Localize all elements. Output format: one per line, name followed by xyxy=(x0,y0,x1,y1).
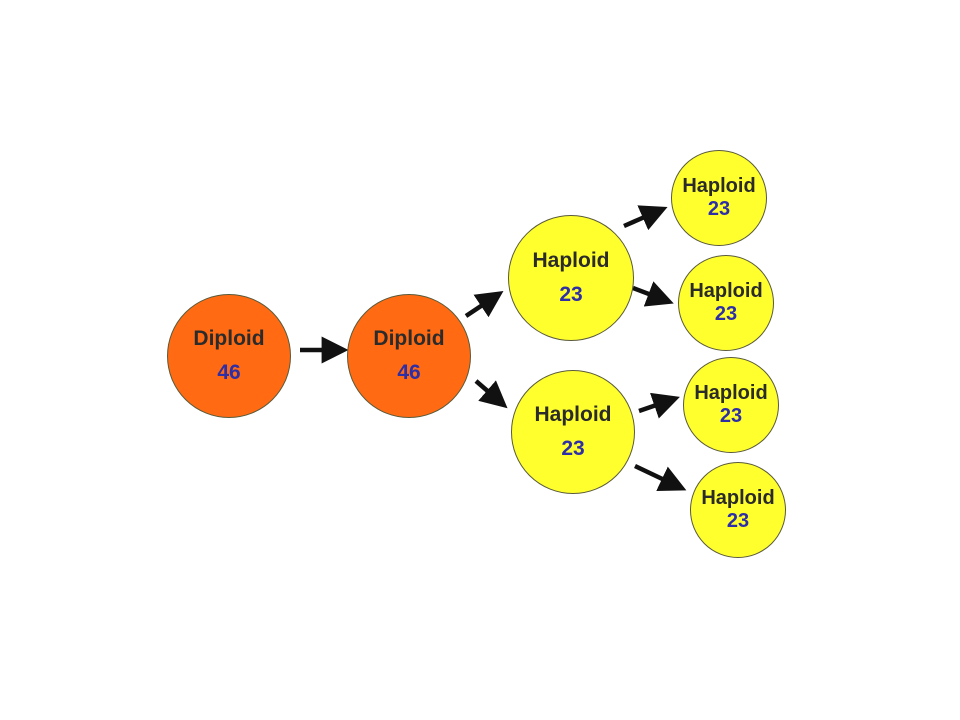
haploid-cell-upper: Haploid 23 xyxy=(508,215,634,341)
cell-label: Haploid xyxy=(694,382,768,404)
arrow-c3-c5 xyxy=(623,205,668,231)
cell-label: Haploid xyxy=(689,280,763,302)
haploid-cell-final-1: Haploid 23 xyxy=(671,150,767,246)
cell-label: Diploid xyxy=(193,326,265,350)
chromosome-count: 23 xyxy=(559,283,583,306)
cell-label: Diploid xyxy=(373,326,445,350)
arrow-c4-c8 xyxy=(634,463,687,492)
arrow-c2-c4 xyxy=(474,379,508,409)
cell-label: Haploid xyxy=(532,248,610,272)
chromosome-count: 23 xyxy=(719,405,743,427)
cell-label: Haploid xyxy=(701,487,775,509)
chromosome-count: 46 xyxy=(397,361,421,384)
haploid-cell-final-2: Haploid 23 xyxy=(678,255,774,351)
haploid-cell-lower: Haploid 23 xyxy=(511,370,635,494)
chromosome-count: 23 xyxy=(714,303,738,325)
diploid-cell-2: Diploid 46 xyxy=(347,294,471,418)
chromosome-count: 46 xyxy=(217,361,241,384)
arrow-c4-c7 xyxy=(638,392,680,419)
arrow-c3-c6 xyxy=(632,281,674,307)
arrow-c2-c3 xyxy=(464,291,504,318)
chromosome-count: 23 xyxy=(726,510,750,532)
haploid-cell-final-3: Haploid 23 xyxy=(683,357,779,453)
cell-label: Haploid xyxy=(534,402,612,426)
chromosome-count: 23 xyxy=(561,437,585,460)
diploid-cell-1: Diploid 46 xyxy=(167,294,291,418)
haploid-cell-final-4: Haploid 23 xyxy=(690,462,786,558)
chromosome-count: 23 xyxy=(707,198,731,220)
cell-label: Haploid xyxy=(682,175,756,197)
